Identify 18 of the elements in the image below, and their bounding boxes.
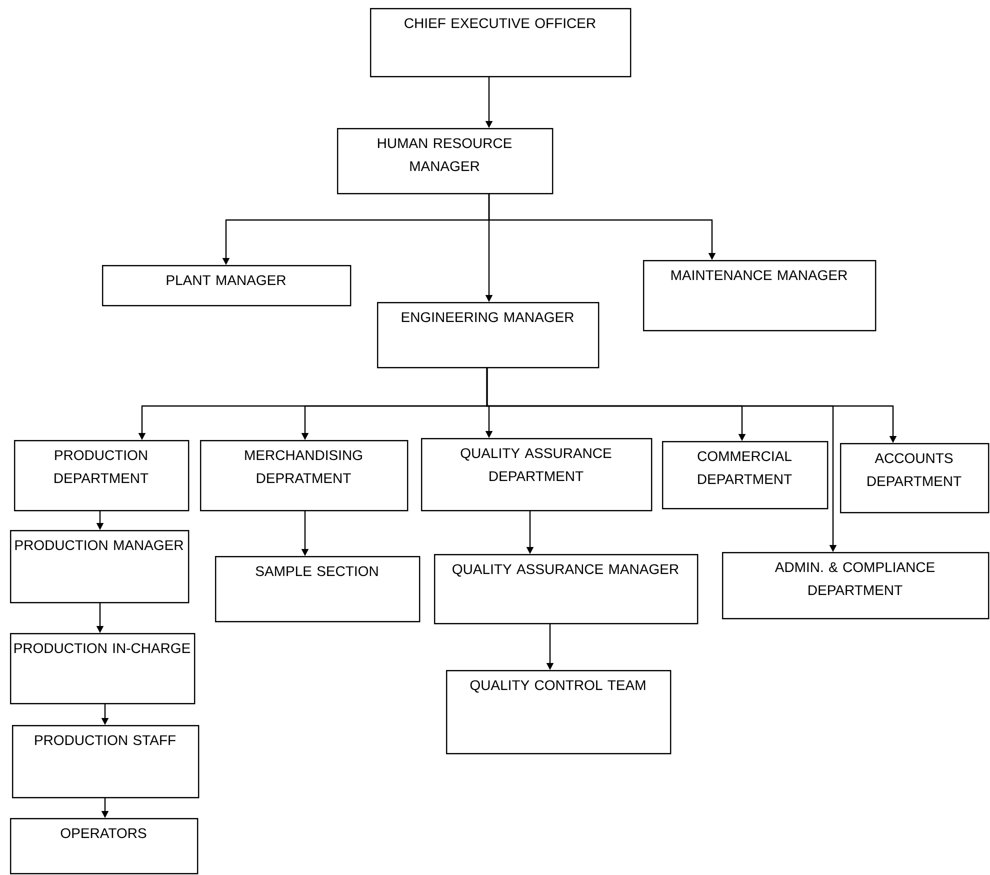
org-box: PLANT MANAGER [102,265,352,306]
org-box: MAINTENANCE MANAGER [643,260,876,332]
org-box: PRODUCTION DEPARTMENT [14,440,190,512]
org-box: HUMAN RESOURCE MANAGER [337,128,554,194]
org-box: SAMPLE SECTION [215,556,420,622]
org-box: COMMERCIAL DEPARTMENT [662,441,828,510]
org-box: QUALITY CONTROL TEAM [446,670,672,754]
org-box: QUALITY ASSURANCE MANAGER [434,554,698,624]
org-box: CHIEF EXECUTIVE OFFICER [370,8,632,78]
org-box: PRODUCTION MANAGER [10,530,190,604]
org-box: OPERATORS [10,818,198,874]
org-box: PRODUCTION STAFF [12,725,200,798]
org-box: MERCHANDISING DEPRATMENT [200,440,408,512]
org-box: QUALITY ASSURANCE DEPARTMENT [421,438,652,512]
org-box: ADMIN. & COMPLIANCE DEPARTMENT [722,552,990,620]
org-box: ACCOUNTS DEPARTMENT [840,443,990,514]
org-box: PRODUCTION IN-CHARGE [10,633,196,704]
org-box: ENGINEERING MANAGER [377,302,600,368]
